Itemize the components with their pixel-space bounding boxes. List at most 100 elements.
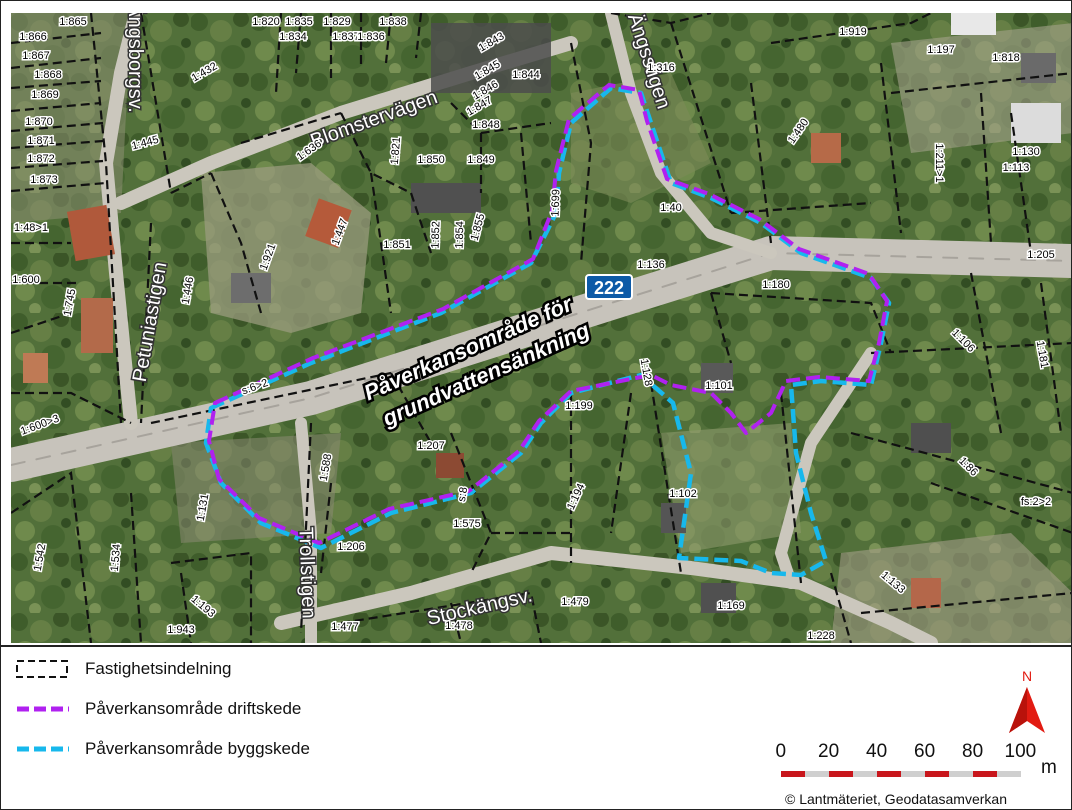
copyright-text: © Lantmäteriet, Geodatasamverkan xyxy=(785,791,1007,807)
parcel-label: 1:821 xyxy=(389,137,403,165)
parcel-label: 1:101 xyxy=(705,380,733,392)
scale-segment xyxy=(805,771,829,777)
legend: Fastighetsindelning Påverkansområde drif… xyxy=(1,645,1071,809)
map-canvas[interactable]: 222 Påverkansområde för grundvattensänkn… xyxy=(11,13,1072,643)
parcel-label: 1:848 xyxy=(472,119,500,131)
parcel-label: 1:835 xyxy=(285,16,313,28)
parcel-label: 1:943 xyxy=(167,624,195,636)
parcel-label: 1:854 xyxy=(454,221,467,249)
parcel-label: 1:199 xyxy=(565,400,593,412)
parcel-label: 1:837 xyxy=(332,31,360,43)
impact-area-operation xyxy=(207,83,889,545)
parcel-label: 1:130 xyxy=(1012,146,1040,158)
parcel-label: 1:867 xyxy=(22,50,50,62)
scale-segment xyxy=(901,771,925,777)
parcel-label: 1:205 xyxy=(1027,249,1055,261)
parcel-label: 1:849 xyxy=(467,154,495,166)
parcel-label: 1:820 xyxy=(252,16,280,28)
scale-tick-label: 40 xyxy=(866,741,888,762)
parcel-label: 1:836 xyxy=(357,31,385,43)
legend-label: Påverkansområde driftskede xyxy=(85,699,302,718)
parcel-label: 1:699 xyxy=(550,189,563,217)
parcel-label: 1:844 xyxy=(512,69,540,81)
scale-segment xyxy=(781,771,805,777)
parcel-label: 1:852 xyxy=(430,221,443,249)
parcel-label: 1:169 xyxy=(717,600,745,612)
parcel-label: 1:868 xyxy=(34,69,62,81)
parcel-label: 1:871 xyxy=(27,135,55,147)
construction-phase-symbol xyxy=(17,746,69,752)
legend-item-operation-phase: Påverkansområde driftskede xyxy=(15,695,301,723)
legend-item-construction-phase: Påverkansområde byggskede xyxy=(15,735,310,763)
parcel-label: 1:870 xyxy=(25,116,53,128)
scale-tick-label: 20 xyxy=(818,741,840,762)
parcel-label: 1:180 xyxy=(762,279,790,291)
parcel-label: 1:479 xyxy=(561,596,589,608)
legend-label: Fastighetsindelning xyxy=(85,659,232,678)
legend-item-property-division: Fastighetsindelning xyxy=(15,655,231,683)
parcel-label: 1:534 xyxy=(109,544,123,572)
scale-segment xyxy=(997,771,1021,777)
parcel-label: 1:866 xyxy=(19,31,47,43)
route-shield-number: 222 xyxy=(594,278,624,298)
parcel-label: 1:228 xyxy=(807,630,835,642)
clearing xyxy=(661,423,801,553)
parcel-label: 1:600 xyxy=(12,274,40,286)
road-angsstigen xyxy=(605,13,777,259)
buildings xyxy=(23,13,1061,613)
scale-tick-label: 60 xyxy=(914,741,936,762)
property-boundary-symbol xyxy=(16,660,68,678)
operation-phase-symbol xyxy=(17,706,69,712)
parcel-label: 1:850 xyxy=(417,154,445,166)
parcel-label: 1:136 xyxy=(637,259,665,271)
scale-segment xyxy=(949,771,973,777)
road-label: Trollstigen xyxy=(294,527,319,619)
parcel-label: 1:575 xyxy=(453,518,481,530)
parcel-label: 1:477 xyxy=(331,621,359,633)
scale-tick-label: 0 xyxy=(775,741,787,762)
north-label: N xyxy=(1022,668,1032,684)
parcel-label: 1:818 xyxy=(992,52,1020,64)
route-shield-222[interactable]: 222 xyxy=(585,274,633,300)
parcel-label: 1:834 xyxy=(279,31,307,43)
parcel-label: 1:40 xyxy=(660,202,681,214)
road-label: Ängsborgsv. xyxy=(124,13,146,113)
scale-segment xyxy=(973,771,997,777)
scale-segment xyxy=(829,771,853,777)
scale-segment xyxy=(925,771,949,777)
parcel-label: s:8 xyxy=(456,486,470,503)
scale-unit-label: m xyxy=(1041,757,1057,778)
map-view[interactable]: 222 Påverkansområde för grundvattensänkn… xyxy=(11,13,1072,643)
parcel-label: 1:919 xyxy=(839,26,867,38)
parcel-label: 1:869 xyxy=(31,89,59,101)
parcel-label: 1:48>1 xyxy=(14,222,48,234)
north-arrow-icon: N xyxy=(1009,668,1045,733)
parcel-label: 1:851 xyxy=(383,239,411,251)
road-angsborgsv xyxy=(99,13,143,430)
legend-label: Påverkansområde byggskede xyxy=(85,739,310,758)
scale-tick-label: 80 xyxy=(962,741,984,762)
parcel-label: 1:206 xyxy=(337,541,365,553)
property-boundaries xyxy=(11,13,1071,643)
road-trollstigen xyxy=(295,417,317,643)
parcel-label: 1:873 xyxy=(30,174,58,186)
scale-segment xyxy=(877,771,901,777)
parcel-label: 1:131 xyxy=(195,493,212,522)
clearing xyxy=(571,73,711,203)
parcel-label: 1:478 xyxy=(445,620,473,632)
parcel-label: 1:829 xyxy=(323,16,351,28)
parcel-label: 1:872 xyxy=(27,153,55,165)
scale-segment xyxy=(853,771,877,777)
parcel-label: 1:197 xyxy=(927,44,955,56)
parcel-label: 1:207 xyxy=(417,440,445,452)
parcel-label: fs:2>2 xyxy=(1021,496,1051,508)
road-east-branch xyxy=(775,347,877,589)
impact-area-construction xyxy=(203,85,892,578)
parcel-label: 1:211>1 xyxy=(933,143,945,182)
road-stockangsv xyxy=(274,546,938,643)
parcel-label: 1:113 xyxy=(1003,162,1030,174)
parcel-label: 1:865 xyxy=(59,16,87,28)
parcel-label: 1:102 xyxy=(669,488,697,500)
